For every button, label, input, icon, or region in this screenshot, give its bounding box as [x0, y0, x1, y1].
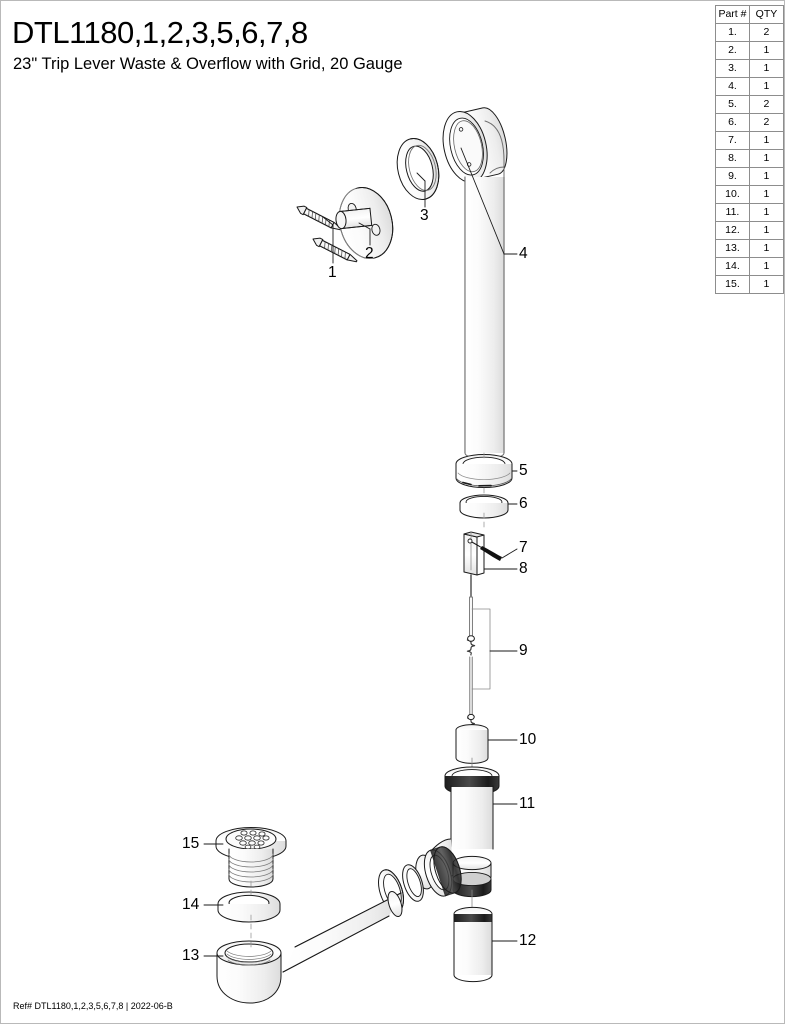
table-row: 8.1 [715, 149, 784, 168]
cell-qty: 1 [748, 41, 784, 60]
cell-part-number: 13. [715, 239, 750, 258]
table-row: 15.1 [715, 275, 784, 294]
cell-part-number: 15. [715, 275, 750, 294]
table-row: 3.1 [715, 59, 784, 78]
callout-4: 4 [519, 245, 528, 262]
callout-6: 6 [519, 495, 528, 512]
table-row: 13.1 [715, 239, 784, 258]
callout-9: 9 [519, 642, 528, 659]
part-6-washer-upper [459, 494, 509, 519]
table-row: 6.2 [715, 113, 784, 132]
callout-8: 8 [519, 560, 528, 577]
callout-11: 11 [519, 795, 536, 812]
page-title: DTL1180,1,2,3,5,6,7,8 [12, 15, 308, 50]
table-header-row: Part # QTY [715, 5, 784, 24]
callout-14: 14 [182, 896, 200, 913]
callout-13: 13 [182, 947, 200, 964]
part-12-tailpiece [453, 906, 493, 983]
table-row: 14.1 [715, 257, 784, 276]
part-8-link-plate [463, 531, 485, 576]
part-9-linkage-rod [466, 574, 491, 720]
callout-15: 15 [182, 835, 200, 852]
table-row: 11.1 [715, 203, 784, 222]
part-13-drain-body-arm [216, 890, 403, 1004]
callout-leader-lines [203, 147, 518, 957]
cell-qty: 1 [748, 275, 784, 294]
part-4-overflow-tube [442, 107, 508, 460]
callout-2: 2 [365, 245, 374, 262]
callout-7: 7 [519, 539, 528, 556]
part-14-grid-gasket [217, 891, 281, 923]
table-row: 10.1 [715, 185, 784, 204]
page-subtitle: 23" Trip Lever Waste & Overflow with Gri… [13, 55, 403, 73]
part-15-grid-strainer [215, 827, 287, 888]
callout-5: 5 [519, 462, 528, 479]
table-row: 12.1 [715, 221, 784, 240]
part-10-plunger-stopper [455, 713, 489, 768]
footer-reference: Ref# DTL1180,1,2,3,5,6,7,8 | 2022-06-B [13, 1001, 173, 1011]
part-5-slip-nut-upper [455, 454, 513, 488]
table-row: 1.2 [715, 23, 784, 42]
callout-10: 10 [519, 731, 537, 748]
callout-1: 1 [328, 264, 337, 281]
part-2-trip-lever-faceplate [335, 187, 394, 259]
alignment-centerlines [250, 452, 485, 948]
callout-3: 3 [420, 207, 429, 224]
callout-12: 12 [519, 932, 537, 949]
part-3-overflow-gasket [396, 138, 440, 200]
part-7-cotter-pin [467, 538, 502, 561]
table-row: 5.2 [715, 95, 784, 114]
